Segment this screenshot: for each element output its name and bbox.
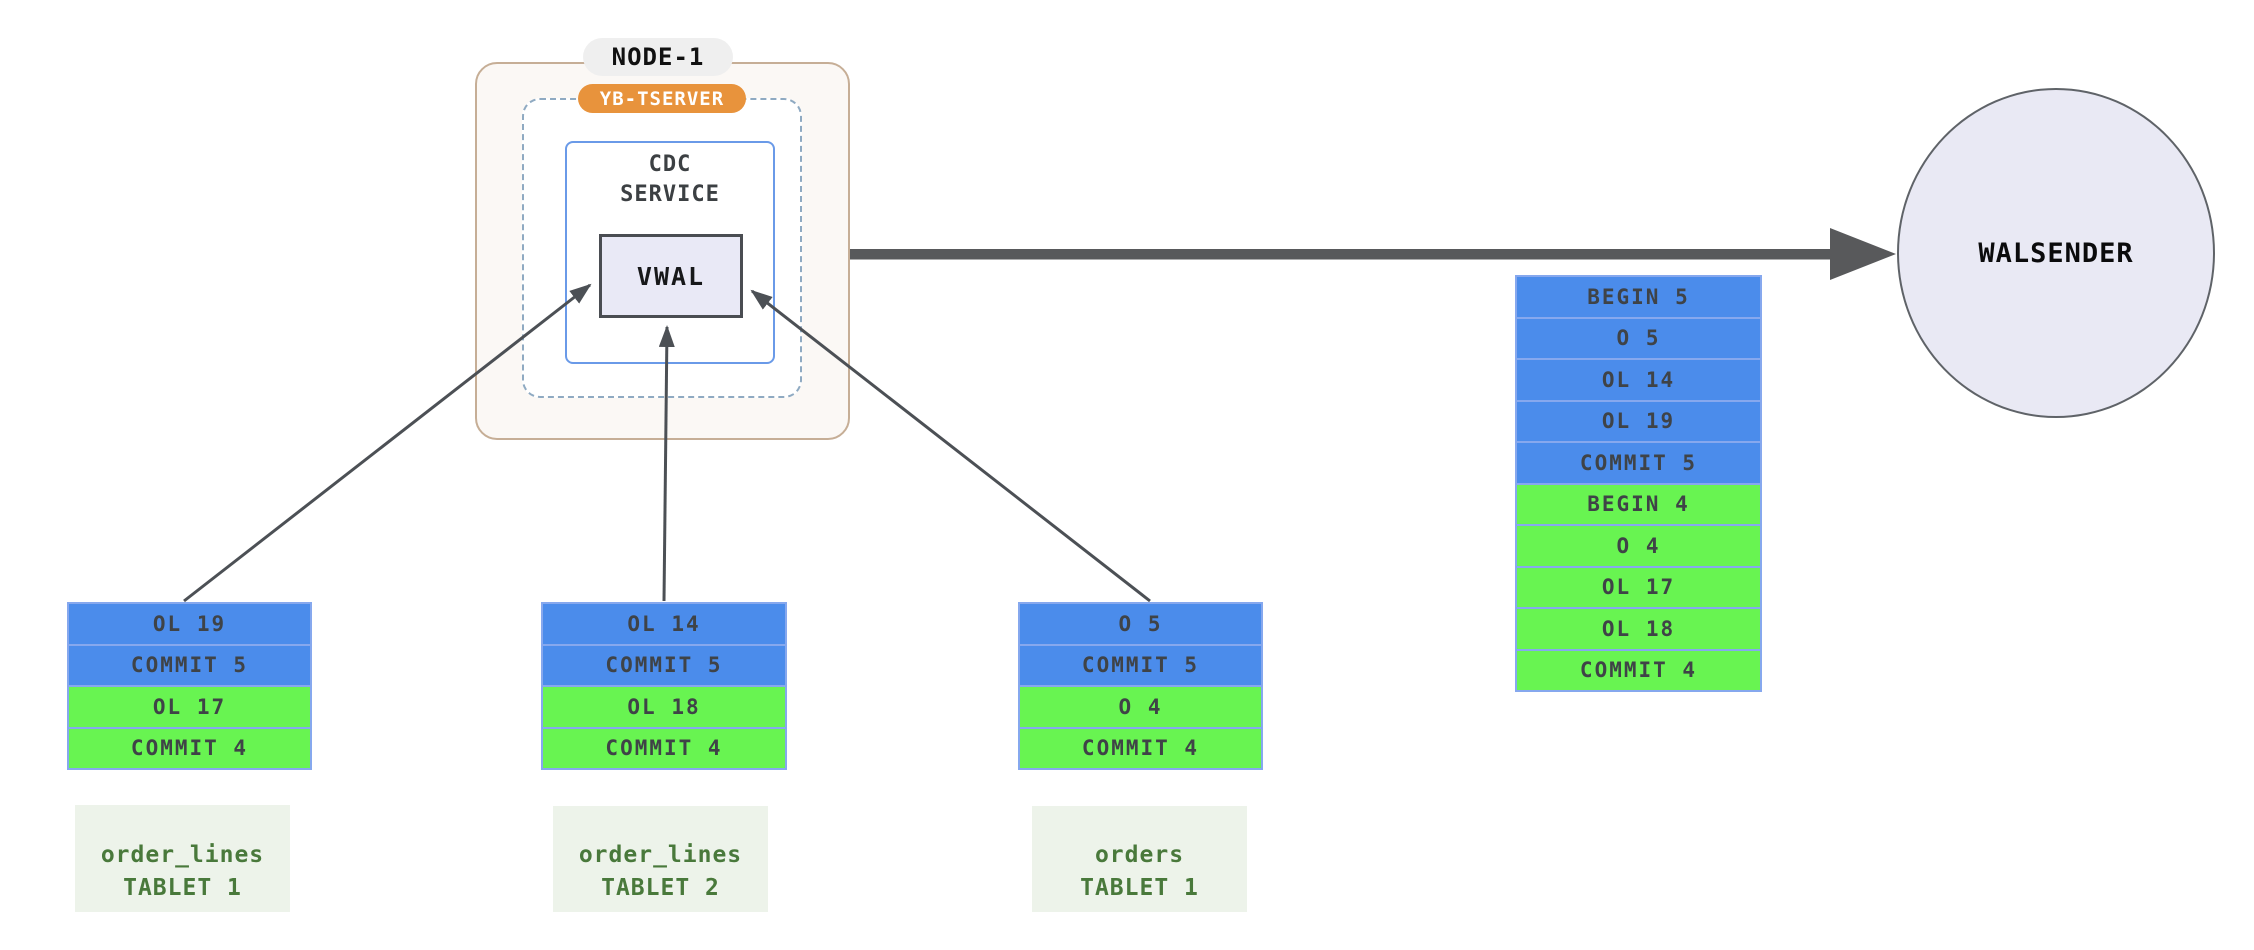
- wal-record: COMMIT 5: [543, 643, 785, 685]
- tablet-name: order_lines: [100, 841, 265, 868]
- wal-record: OL 19: [69, 604, 310, 644]
- vwal-box: VWAL: [599, 234, 743, 318]
- wal-record: OL 19: [1517, 399, 1760, 441]
- orders-tablet-1-label: orders TABLET 1: [1032, 806, 1247, 912]
- cdc-service-label-line1: CDC: [648, 152, 692, 177]
- wal-record: COMMIT 4: [69, 726, 310, 768]
- wal-record: COMMIT 4: [1517, 648, 1760, 690]
- cdc-service-label-line2: SERVICE: [620, 182, 720, 207]
- walsender-circle: WALSENDER: [1897, 88, 2215, 418]
- order-lines-tablet-2-label: order_lines TABLET 2: [553, 806, 768, 912]
- wal-record: OL 18: [1517, 607, 1760, 649]
- tablet-number: TABLET 2: [601, 875, 720, 901]
- vwal-to-walsender-arrowhead: [1830, 228, 1896, 280]
- wal-record: O 5: [1517, 316, 1760, 358]
- tablet-name: order_lines: [578, 842, 743, 868]
- wal-record: BEGIN 5: [1517, 277, 1760, 317]
- wal-record: OL 14: [543, 604, 785, 644]
- wal-record: O 4: [1020, 685, 1261, 727]
- order-lines-tablet-2-stack: OL 14 COMMIT 5 OL 18 COMMIT 4: [541, 602, 787, 770]
- wal-record: O 4: [1517, 524, 1760, 566]
- wal-record: COMMIT 5: [69, 643, 310, 685]
- wal-record: OL 18: [543, 685, 785, 727]
- wal-stream-stack: BEGIN 5 O 5 OL 14 OL 19 COMMIT 5 BEGIN 4…: [1515, 275, 1762, 692]
- wal-record: OL 14: [1517, 358, 1760, 400]
- order-lines-tablet-1-stack: OL 19 COMMIT 5 OL 17 COMMIT 4: [67, 602, 312, 770]
- wal-record: OL 17: [1517, 565, 1760, 607]
- order-lines-tablet-1-label: order_lines TABLET 1: [75, 805, 290, 912]
- wal-record: O 5: [1020, 604, 1261, 644]
- tablet-name: orders: [1094, 842, 1185, 868]
- orders-tablet-1-stack: O 5 COMMIT 5 O 4 COMMIT 4: [1018, 602, 1263, 770]
- tablet-number: TABLET 1: [1080, 875, 1199, 901]
- node-1-label: NODE-1: [583, 38, 733, 76]
- cdc-service-label: CDC SERVICE: [565, 150, 775, 210]
- wal-record: COMMIT 5: [1020, 643, 1261, 685]
- wal-record: OL 17: [69, 685, 310, 727]
- yb-tserver-badge: YB-TSERVER: [578, 84, 746, 113]
- wal-record: COMMIT 5: [1517, 441, 1760, 483]
- wal-record: COMMIT 4: [1020, 726, 1261, 768]
- wal-record: BEGIN 4: [1517, 482, 1760, 524]
- tablet-number: TABLET 1: [123, 874, 242, 901]
- wal-record: COMMIT 4: [543, 726, 785, 768]
- vwal-to-walsender-arrow-shaft: [850, 249, 1832, 260]
